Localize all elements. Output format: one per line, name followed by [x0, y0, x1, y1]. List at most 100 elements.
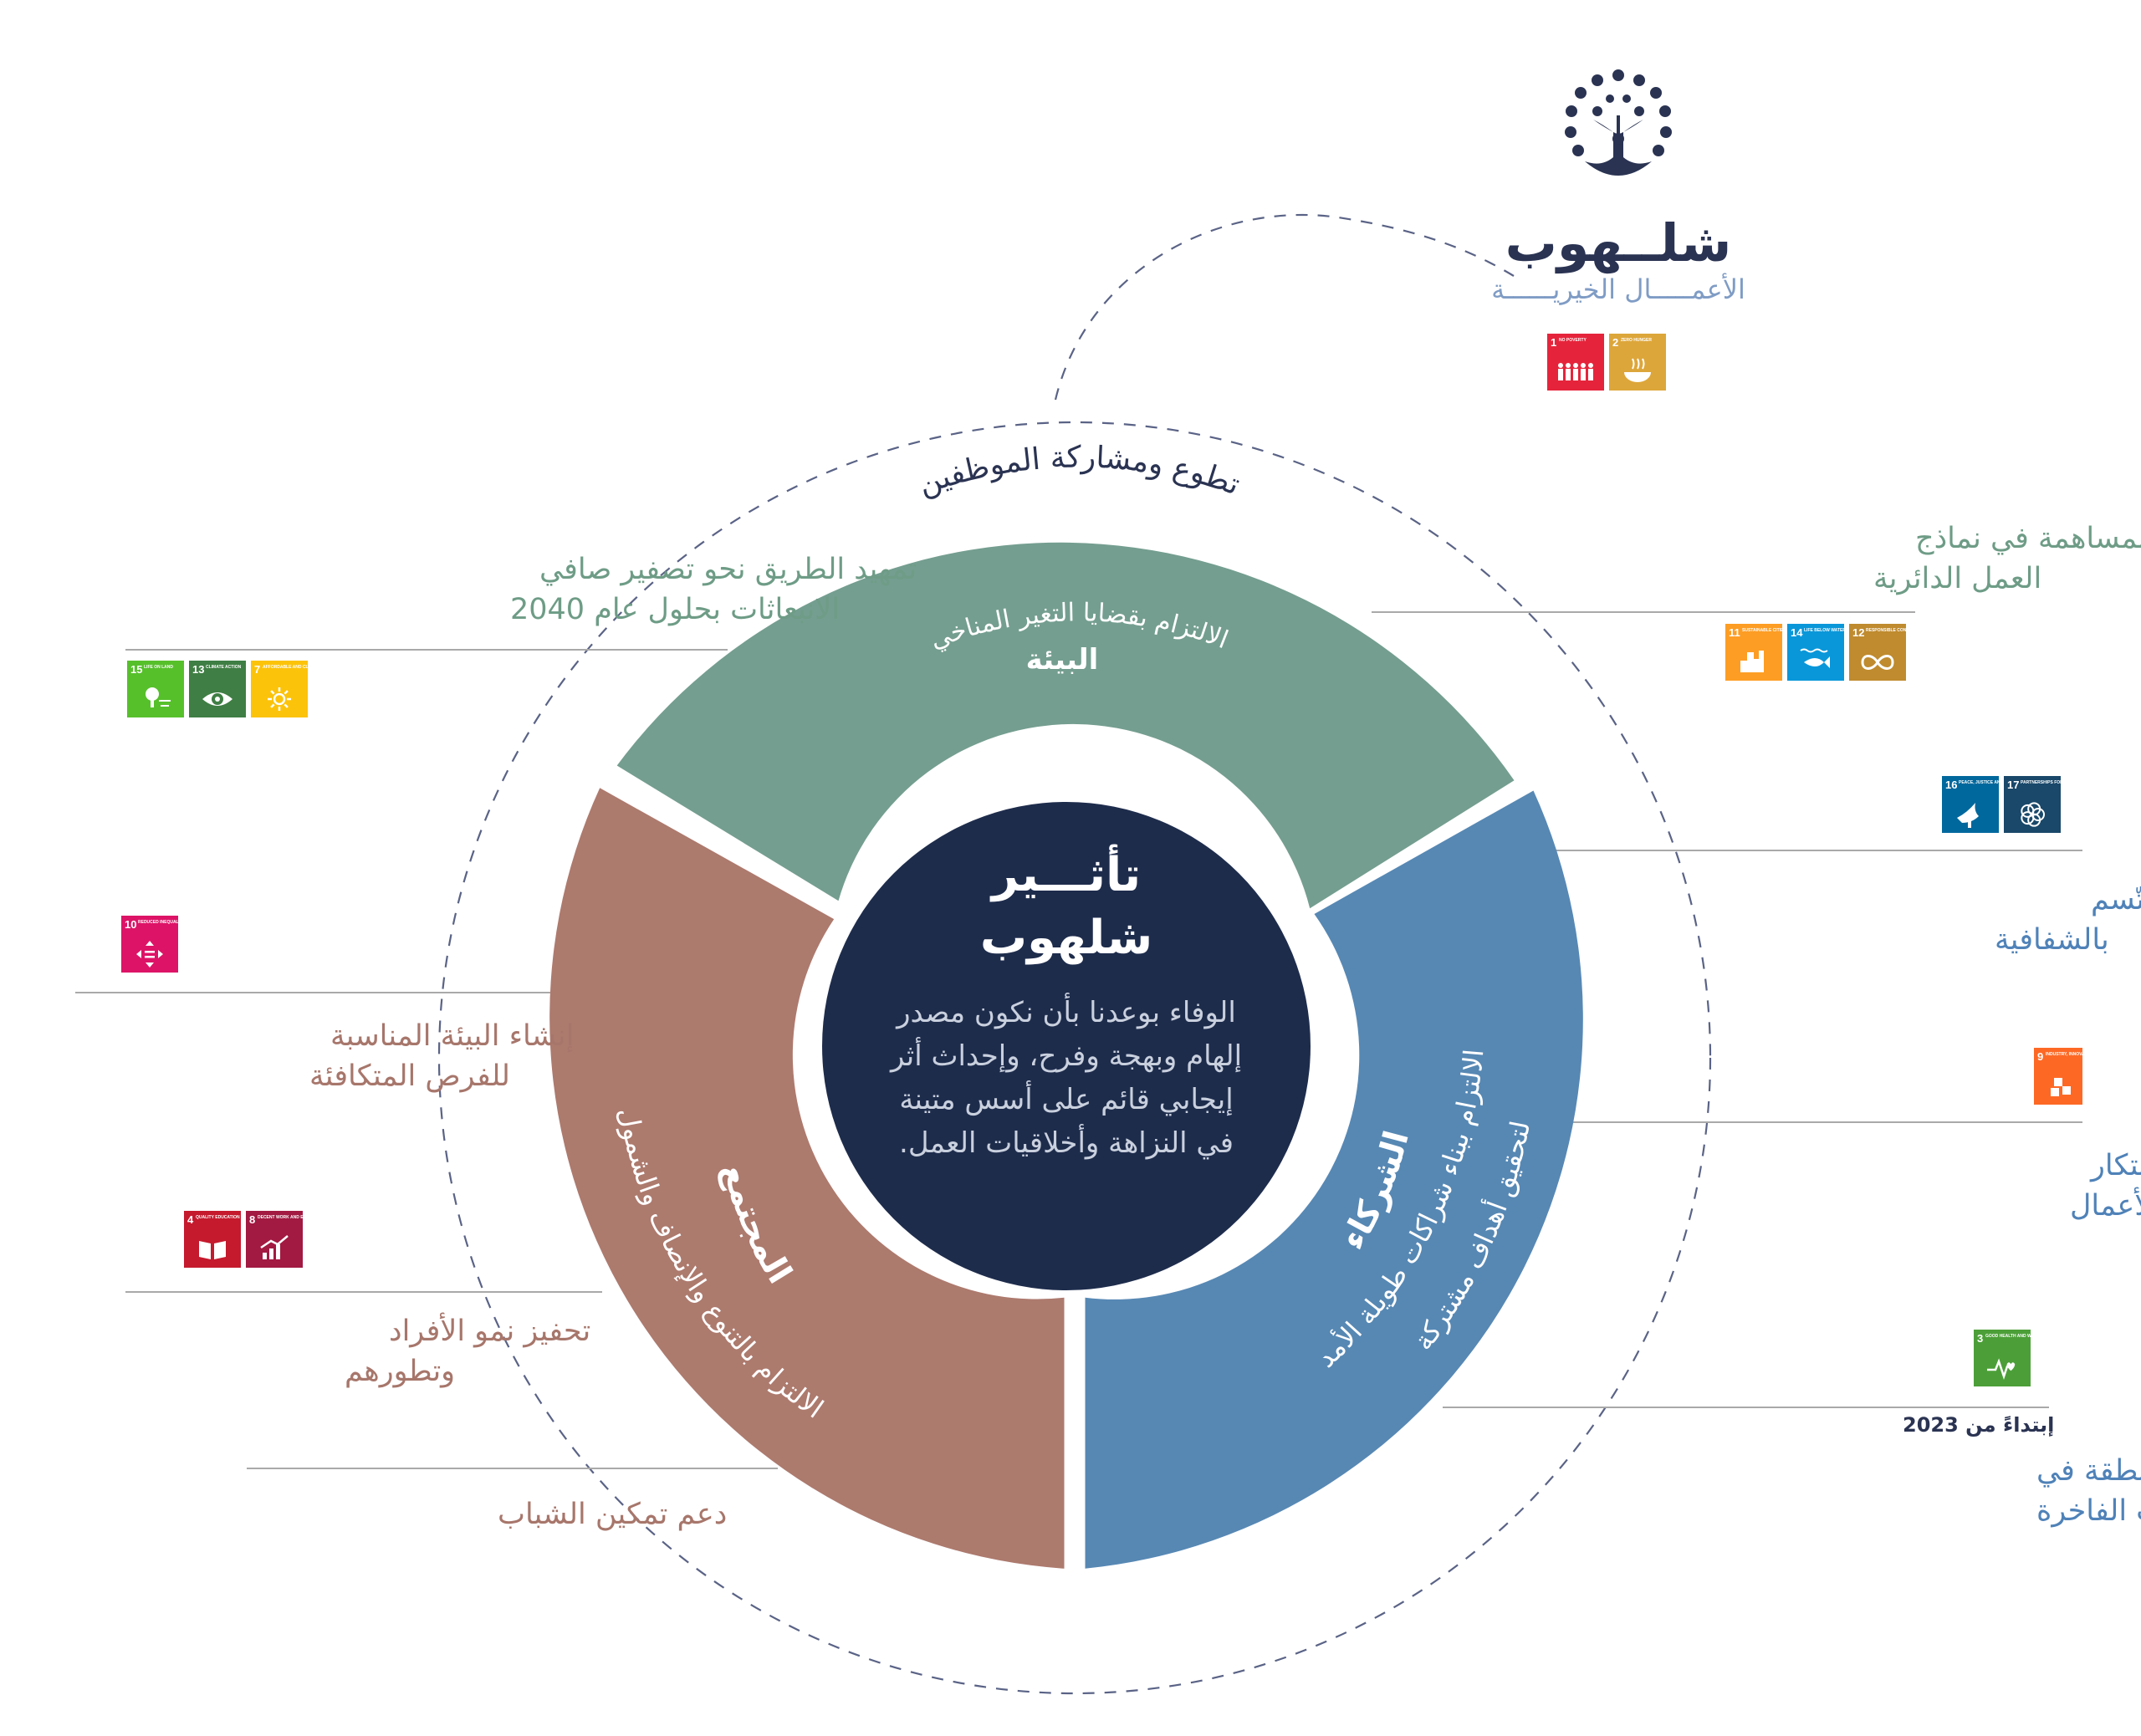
- sdg-label: PARTNERSHIPS FOR THE GOALS: [2021, 780, 2089, 785]
- sdg-number: 13: [192, 663, 204, 676]
- sdg-number: 4: [187, 1213, 194, 1226]
- sdg-number: 16: [1945, 779, 1957, 791]
- brand-connector-dashed: [1054, 213, 1515, 401]
- sun-icon: [268, 687, 291, 711]
- innovation-line2: والتنوع في نمو الأعمال: [2070, 1187, 2141, 1223]
- center-body-line3: إيجابي قائم على أسس متينة: [899, 1080, 1233, 1116]
- innovation-line1: عقد شراكات تضمن الابتكار: [2089, 1149, 2141, 1182]
- sdg-number: 7: [254, 663, 260, 676]
- sdg-number: 12: [1852, 626, 1864, 639]
- fish-icon: [1800, 648, 1830, 668]
- brand-subtitle: الأعمـــــال الخيريــــــة: [1491, 273, 1745, 305]
- growth-line1: تحفيز نمو الأفراد: [389, 1312, 590, 1348]
- sdg-label: CLIMATE ACTION: [206, 665, 242, 670]
- sdg-label: INDUSTRY, INNOVATION: [2046, 1052, 2095, 1057]
- sdg-number: 8: [249, 1213, 255, 1226]
- luxury-line1: قيادة مسيرة ازدهار المنطقة في: [2036, 1454, 2141, 1488]
- luxury-line2: قطاع الرفاهية والمنتجات الفاخرة: [2036, 1494, 2141, 1528]
- sdg-label: RESPONSIBLE CONSUMPTION AND PRODUCTION: [1866, 628, 1968, 633]
- infinity-icon: [1861, 655, 1894, 670]
- growth-chart-icon: [260, 1235, 289, 1259]
- sdg-label: NO POVERTY: [1559, 338, 1587, 343]
- brand-logo: شلــهوب الأعمـــــال الخيريــــــة: [1491, 69, 1745, 305]
- environment-segment[interactable]: [616, 542, 1515, 909]
- equality-icon: [136, 941, 163, 968]
- heartbeat-icon: [1987, 1358, 2016, 1380]
- center-body-line4: في النزاهة وأخلاقيات العمل.: [899, 1124, 1234, 1160]
- bowl-icon: [1624, 358, 1651, 382]
- sdg-label: GOOD HEALTH AND WELL-BEING: [1985, 1334, 2054, 1339]
- center-circle: [822, 802, 1311, 1290]
- center-title-line2: شلهوب: [980, 911, 1152, 965]
- center-body-line2: إلهام وبهجة وفرح، وإحداث أثر: [889, 1037, 1242, 1073]
- sdg-label: LIFE BELOW WATER: [1804, 628, 1846, 633]
- sdg-number: 11: [1729, 626, 1740, 639]
- sdg-number: 10: [125, 918, 136, 931]
- ethical-line2: بالشفافية: [1995, 923, 2109, 957]
- sdg-label: ZERO HUNGER: [1621, 338, 1652, 343]
- partners-segment[interactable]: [1085, 790, 1583, 1569]
- circular-line2: العمل الدائرية: [1873, 562, 2041, 595]
- sdg-number: 15: [130, 663, 142, 676]
- center-title-line1: تأثـــير: [989, 844, 1141, 902]
- volunteering-arc-label: تطوع ومشاركة الموظفين: [914, 441, 1244, 503]
- sdg-label: REDUCED INEQUALITIES: [138, 920, 190, 925]
- edge-mask: [2082, 1037, 2141, 1112]
- sdg-number: 2: [1612, 336, 1618, 349]
- sdg-number: 17: [2007, 779, 2019, 791]
- book-icon: [199, 1241, 226, 1259]
- sdg-number: 3: [1977, 1332, 1983, 1345]
- sdg-number: 14: [1791, 626, 1803, 639]
- sdg-label: AFFORDABLE AND CLEAN ENERGY: [263, 665, 336, 670]
- community-segment[interactable]: [549, 788, 1065, 1569]
- center-body-line1: الوفاء بوعدنا بأن نكون مصدر: [895, 993, 1236, 1029]
- flower-icon: [2021, 802, 2045, 827]
- sdg-label: LIFE ON LAND: [144, 665, 173, 670]
- sdg-label: DECENT WORK AND ECONOMIC GROWTH: [258, 1215, 344, 1220]
- equal-opportunity-line1: إنشاء البيئة المناسبة: [330, 1019, 574, 1053]
- circular-line1: المساهمة في نماذج: [1915, 522, 2141, 555]
- sdg-label: QUALITY EDUCATION: [196, 1215, 240, 1220]
- sdg-number: 9: [2037, 1050, 2043, 1063]
- dove-icon: [1957, 803, 1979, 828]
- ethical-line1: ناء شراكات أخلاقية تتّسم: [2091, 880, 2141, 917]
- tree-small-icon: [146, 687, 171, 707]
- eye-globe-icon: [202, 692, 232, 706]
- family-icon: [1558, 363, 1593, 380]
- outer-dashed-ring: [437, 421, 1712, 1695]
- growth-line2: وتطورهم: [345, 1355, 455, 1388]
- environment-goal-line2: الانبعاثات بحلول عام 2040: [510, 593, 840, 626]
- equal-opportunity-line2: للفرص المتكافئة: [309, 1059, 510, 1093]
- brand-name: شلــهوب: [1505, 212, 1732, 273]
- environment-goal-line1: تمهيد الطريق نحو تصفير صافي: [539, 553, 917, 586]
- youth-line1: دعم تمكين الشباب: [498, 1498, 727, 1531]
- connector-lines: [75, 611, 2082, 1469]
- sdg-number: 1: [1551, 336, 1556, 349]
- city-icon: [1740, 651, 1764, 672]
- tree-icon: [1565, 69, 1672, 176]
- sdg-label: SUSTAINABLE CITIES AND COMMUNITIES: [1742, 628, 1827, 633]
